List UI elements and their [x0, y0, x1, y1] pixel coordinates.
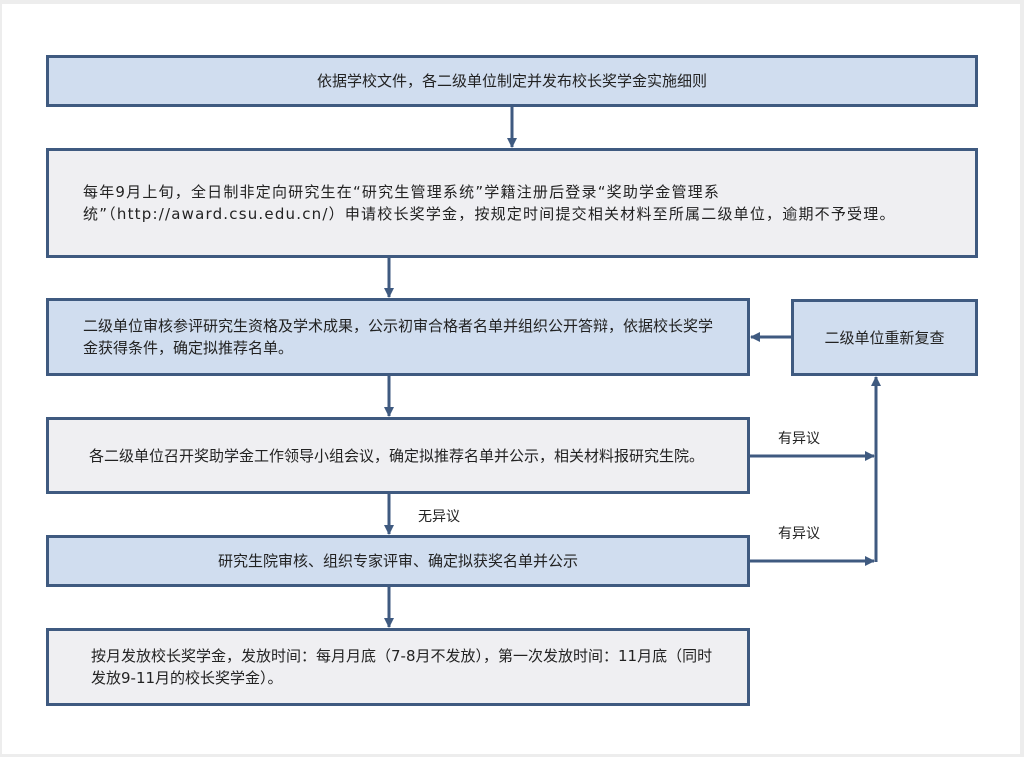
step-5-text: 研究生院审核、组织专家评审、确定拟获奖名单并公示: [217, 552, 578, 570]
step-2-text: 每年9月上旬，全日制非定向研究生在“研究生管理系统”学籍注册后登录“奖助学金管理…: [83, 183, 896, 223]
edge-label-objection-1: 有异议: [778, 431, 820, 447]
review-box-text: 二级单位重新复查: [824, 328, 945, 347]
step-1-box: 依据学校文件，各二级单位制定并发布校长奖学金实施细则: [46, 55, 978, 107]
step-1-text: 依据学校文件，各二级单位制定并发布校长奖学金实施细则: [316, 72, 707, 90]
step-2-box: 每年9月上旬，全日制非定向研究生在“研究生管理系统”学籍注册后登录“奖助学金管理…: [46, 148, 978, 258]
step-3-text: 二级单位审核参评研究生资格及学术成果，公示初审合格者名单并组织公开答辩，依据校长…: [83, 317, 714, 357]
edge-label-no-objection: 无异议: [418, 509, 460, 525]
step-4-text: 各二级单位召开奖助学金工作领导小组会议，确定拟推荐名单并公示，相关材料报研究生院…: [89, 446, 705, 465]
edge-label-objection-2: 有异议: [778, 526, 820, 542]
step-4-box: 各二级单位召开奖助学金工作领导小组会议，确定拟推荐名单并公示，相关材料报研究生院…: [46, 417, 750, 494]
step-6-text: 按月发放校长奖学金，发放时间：每月月底（7-8月不发放），第一次发放时间：11月…: [91, 647, 713, 687]
step-3-box: 二级单位审核参评研究生资格及学术成果，公示初审合格者名单并组织公开答辩，依据校长…: [46, 298, 750, 376]
step-5-box: 研究生院审核、组织专家评审、确定拟获奖名单并公示: [46, 535, 750, 587]
review-box: 二级单位重新复查: [791, 299, 978, 376]
step-6-box: 按月发放校长奖学金，发放时间：每月月底（7-8月不发放），第一次发放时间：11月…: [46, 628, 750, 706]
